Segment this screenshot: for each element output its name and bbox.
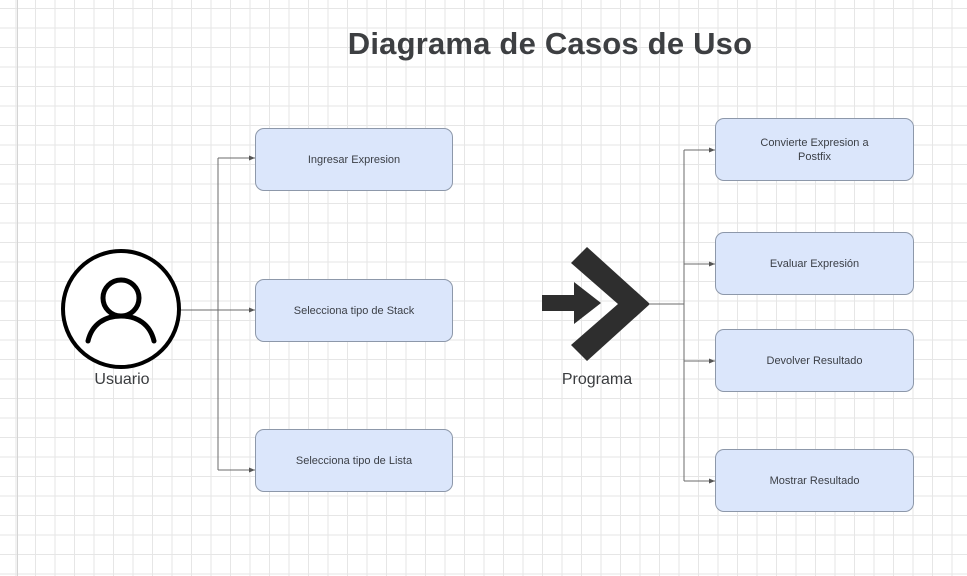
use-case-selecciona-stack[interactable]: Selecciona tipo de Stack xyxy=(255,279,453,342)
use-case-ingresar-expresion[interactable]: Ingresar Expresion xyxy=(255,128,453,191)
canvas-left-edge xyxy=(17,0,18,576)
use-case-convierte-postfix[interactable]: Convierte Expresion a Postfix xyxy=(715,118,914,181)
use-case-selecciona-lista[interactable]: Selecciona tipo de Lista xyxy=(255,429,453,492)
use-case-mostrar-resultado[interactable]: Mostrar Resultado xyxy=(715,449,914,512)
actor-label-programa: Programa xyxy=(561,371,633,388)
actor-label-usuario: Usuario xyxy=(94,371,150,388)
program-connectors xyxy=(650,147,715,484)
user-circle-icon xyxy=(61,249,181,369)
use-case-evaluar-expresion[interactable]: Evaluar Expresión xyxy=(715,232,914,295)
use-case-devolver-resultado[interactable]: Devolver Resultado xyxy=(715,329,914,392)
program-arrow-icon xyxy=(542,247,650,361)
diagram-title: Diagrama de Casos de Uso xyxy=(347,26,753,61)
user-connectors xyxy=(178,155,255,473)
